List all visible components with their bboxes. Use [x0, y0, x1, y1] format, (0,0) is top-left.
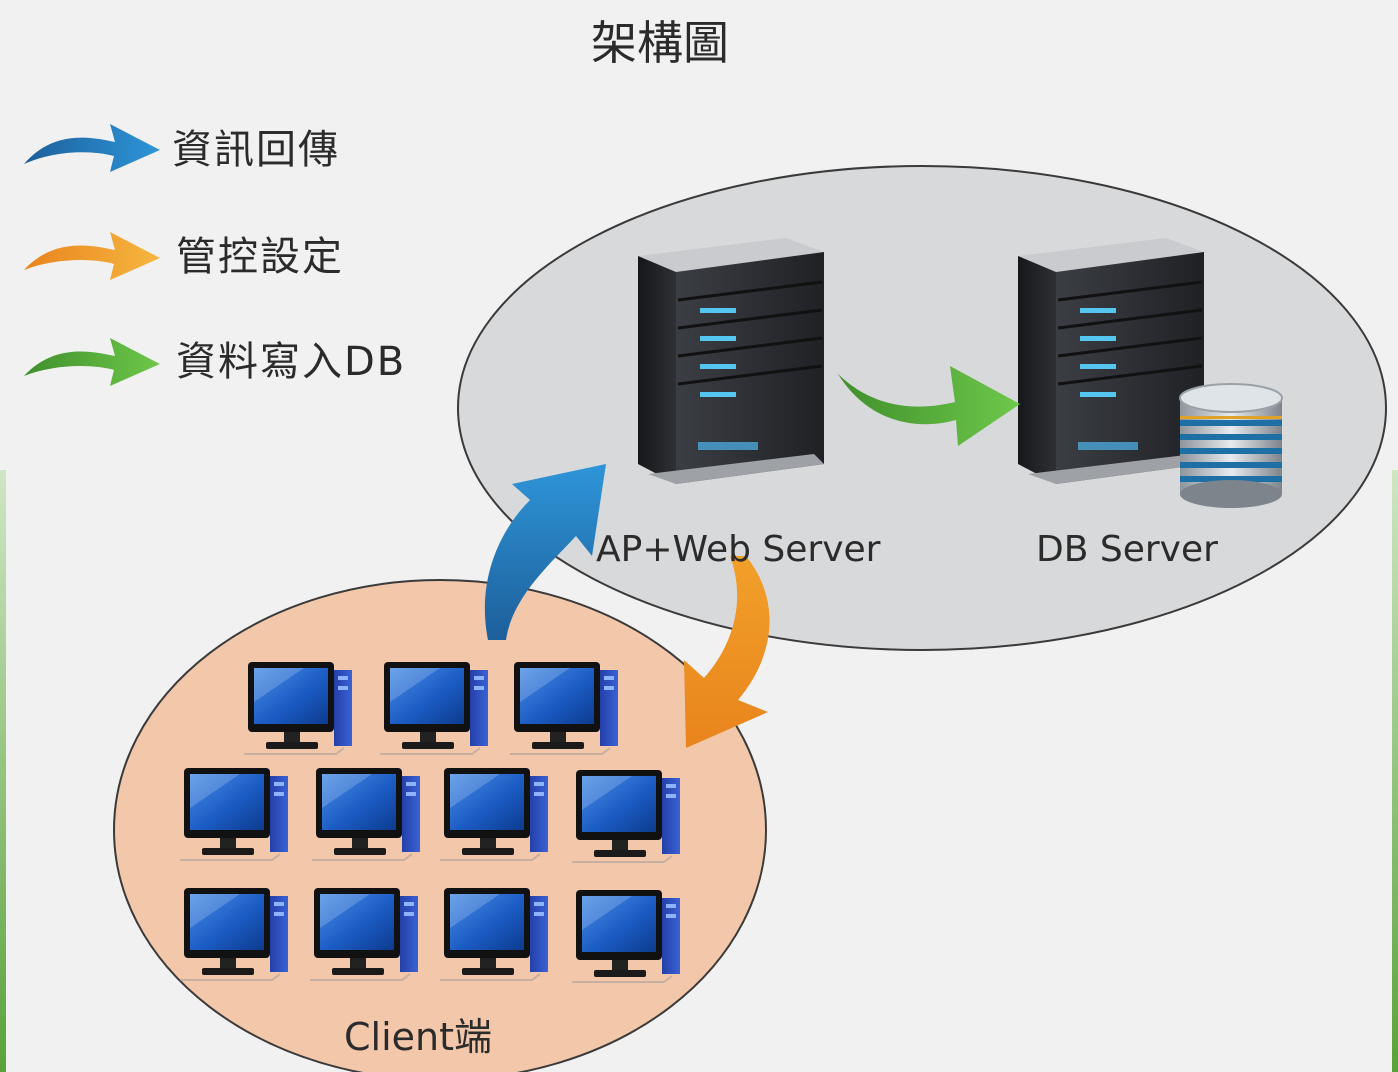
legend-arrow-blue-icon: [24, 124, 160, 172]
ap-web-server-icon: [636, 236, 826, 486]
db-server-label: DB Server: [1036, 529, 1218, 570]
info-return-arrow-icon: [484, 464, 606, 640]
control-setting-arrow-icon: [684, 556, 770, 748]
ap-web-server-label: AP+Web Server: [596, 529, 881, 570]
legend-arrow-orange-icon: [24, 232, 160, 280]
database-icon: [1179, 383, 1283, 508]
db-server-icon: [1016, 236, 1206, 486]
write-db-arrow-icon: [838, 366, 1020, 446]
legend-arrow-green-icon: [24, 338, 160, 386]
diagram-title: 架構圖: [591, 16, 729, 70]
legend-label-control-setting: 管控設定: [176, 234, 344, 280]
left-edge-decoration: [0, 470, 6, 1072]
legend-label-write-db: 資料寫入DB: [176, 339, 407, 385]
client-label: Client端: [344, 1015, 493, 1059]
legend-label-info-return: 資訊回傳: [172, 127, 340, 173]
right-edge-decoration: [1392, 470, 1398, 1072]
